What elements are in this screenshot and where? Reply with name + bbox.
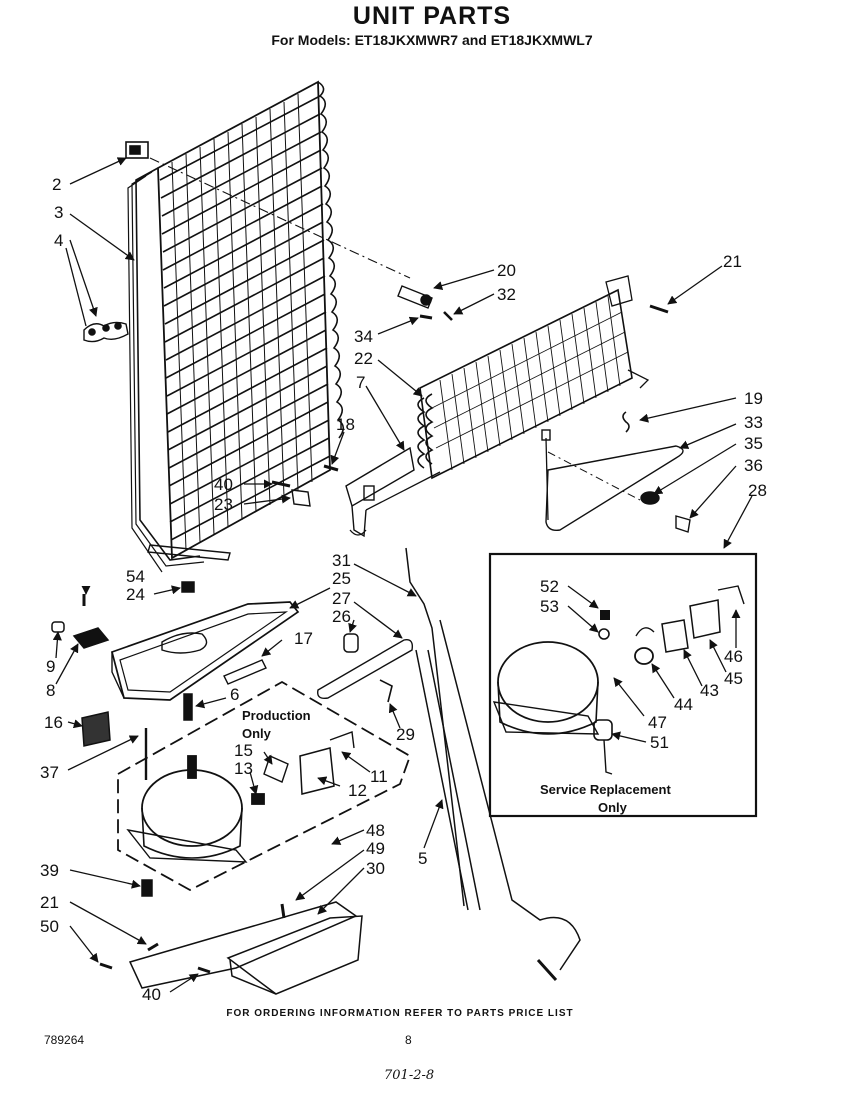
callout-29: 29: [396, 725, 415, 744]
callout-19: 19: [744, 389, 763, 408]
production-label-line1: Production: [242, 708, 311, 723]
ordering-note: FOR ORDERING INFORMATION REFER TO PARTS …: [226, 1008, 574, 1019]
callout-51: 51: [650, 733, 669, 752]
model-subtitle: For Models: ET18JKXMWR7 and ET18JKXMWL7: [271, 32, 593, 48]
callout-40: 40: [214, 475, 233, 494]
callout-54: 54: [126, 567, 145, 586]
callout-13: 13: [234, 759, 253, 778]
callout-50: 50: [40, 917, 59, 936]
callout-7: 7: [356, 373, 365, 392]
callout-33: 33: [744, 413, 763, 432]
callout-27: 27: [332, 589, 351, 608]
callout-26: 26: [332, 607, 351, 626]
callout-5: 5: [418, 849, 427, 868]
callout-8: 8: [46, 681, 55, 700]
callout-36: 36: [744, 456, 763, 475]
callout-25: 25: [332, 569, 351, 588]
page-number: 8: [405, 1033, 412, 1047]
callout-23: 23: [214, 495, 233, 514]
tubing-and-base-drawing: [99, 547, 581, 995]
callout-53: 53: [540, 597, 559, 616]
callout-28: 28: [748, 481, 767, 500]
callout-52: 52: [540, 577, 559, 596]
callout-21: 21: [723, 252, 742, 271]
production-only-box: [117, 680, 412, 892]
callout-40-lower: 40: [142, 985, 161, 1004]
production-label-line2: Only: [242, 726, 272, 741]
handwritten-note: 701-2-8: [384, 1068, 435, 1083]
service-label-line1: Service Replacement: [540, 782, 671, 797]
box-labels: Production Only Service Replacement Only: [242, 708, 671, 815]
callout-15: 15: [234, 741, 253, 760]
callout-35: 35: [744, 434, 763, 453]
service-label-line2: Only: [598, 800, 628, 815]
callout-11: 11: [370, 767, 388, 786]
callout-43: 43: [700, 681, 719, 700]
callout-18: 18: [336, 415, 355, 434]
callout-6: 6: [230, 685, 239, 704]
callout-30: 30: [366, 859, 385, 878]
callout-34: 34: [354, 327, 373, 346]
callout-3: 3: [54, 203, 63, 222]
page-title: UNIT PARTS: [352, 2, 512, 30]
callout-2: 2: [52, 175, 61, 194]
callout-39: 39: [40, 861, 59, 880]
drain-pan-drawing: [51, 581, 414, 780]
callout-45: 45: [724, 669, 743, 688]
callout-17: 17: [294, 629, 313, 648]
callout-47: 47: [648, 713, 667, 732]
service-replacement-box: [488, 552, 758, 818]
condenser-coil-drawing: [83, 80, 411, 573]
callout-21-lower: 21: [40, 893, 59, 912]
callout-48: 48: [366, 821, 385, 840]
callout-4: 4: [54, 231, 63, 250]
callout-46: 46: [724, 647, 743, 666]
callout-32: 32: [497, 285, 516, 304]
callout-24: 24: [126, 585, 145, 604]
callout-numbers: 2 3 4 20 32 21 34 22 7 19 33 35 36 28 18…: [40, 175, 767, 1004]
callout-12: 12: [348, 781, 367, 800]
callout-9: 9: [46, 657, 55, 676]
document-number: 789264: [44, 1033, 85, 1047]
callout-22: 22: [354, 349, 373, 368]
callout-37: 37: [40, 763, 59, 782]
callout-16: 16: [44, 713, 63, 732]
callout-31: 31: [332, 551, 351, 570]
leader-lines: [52, 157, 753, 993]
evaporator-drawing: [271, 275, 691, 538]
callout-49: 49: [366, 839, 385, 858]
callout-20: 20: [497, 261, 516, 280]
callout-44: 44: [674, 695, 693, 714]
